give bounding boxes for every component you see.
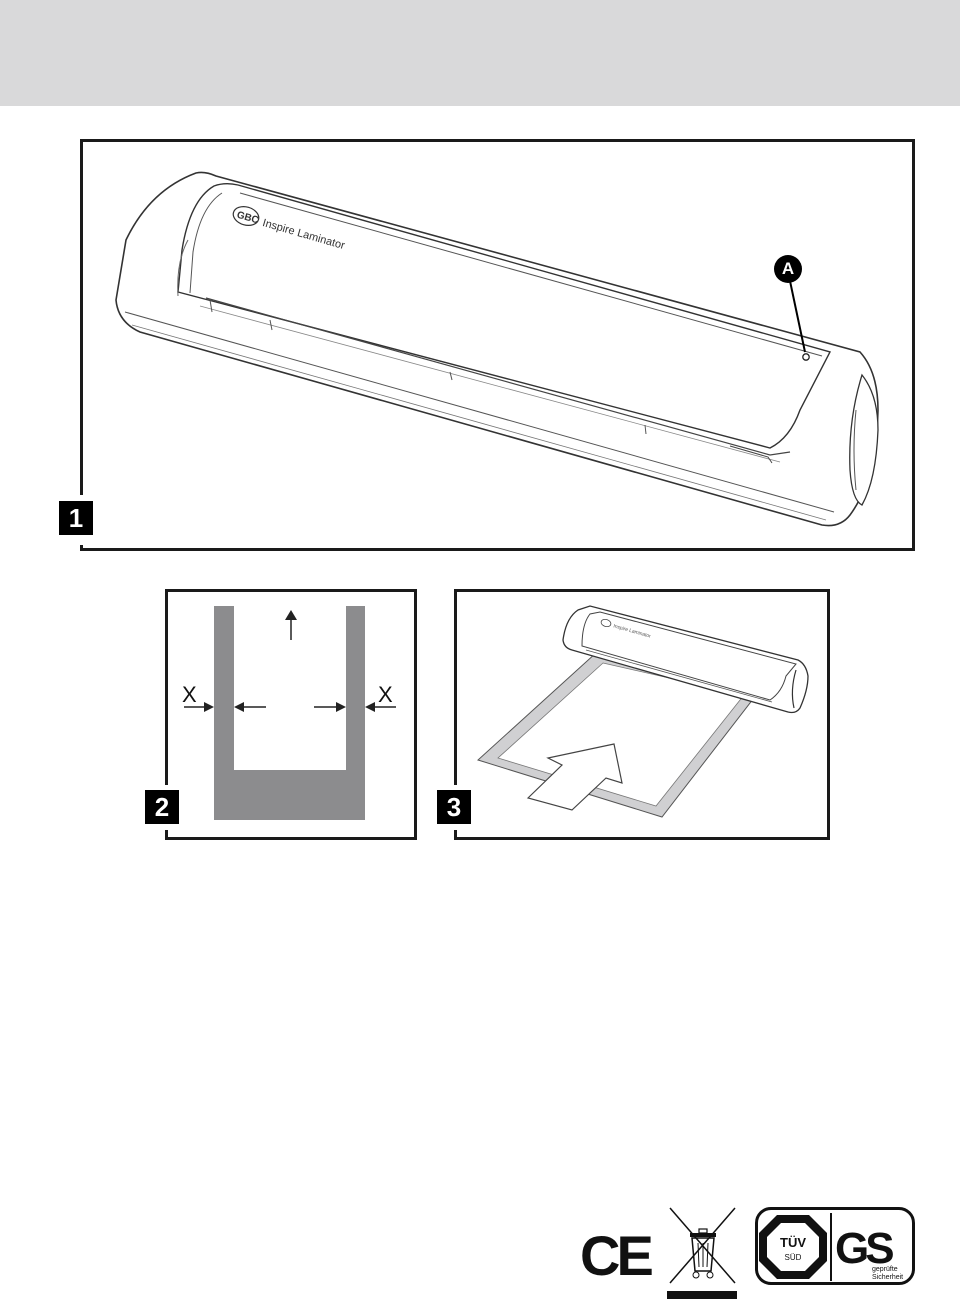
certification-marks: CE TÜV SÜD GS geprüfte Sicherheit [580,1205,920,1305]
svg-text:TÜV: TÜV [780,1235,806,1250]
weee-crossed-bin-icon [667,1207,737,1299]
margin-label-left: X [182,682,197,707]
figure-2-number: 2 [145,790,179,824]
header-band [0,0,960,106]
figure-1-number: 1 [59,501,93,535]
tuv-gs-badge: TÜV SÜD GS geprüfte Sicherheit [755,1207,915,1285]
svg-text:geprüfte: geprüfte [872,1266,898,1273]
ce-mark: CE [580,1224,654,1287]
power-led-icon [802,353,810,361]
svg-text:GS: GS [835,1224,893,1273]
svg-text:SÜD: SÜD [785,1253,802,1262]
svg-text:Sicherheit: Sicherheit [872,1274,903,1281]
figure-3-number: 3 [437,790,471,824]
callout-a-label: A [774,255,802,283]
margin-label-right: X [378,682,393,707]
